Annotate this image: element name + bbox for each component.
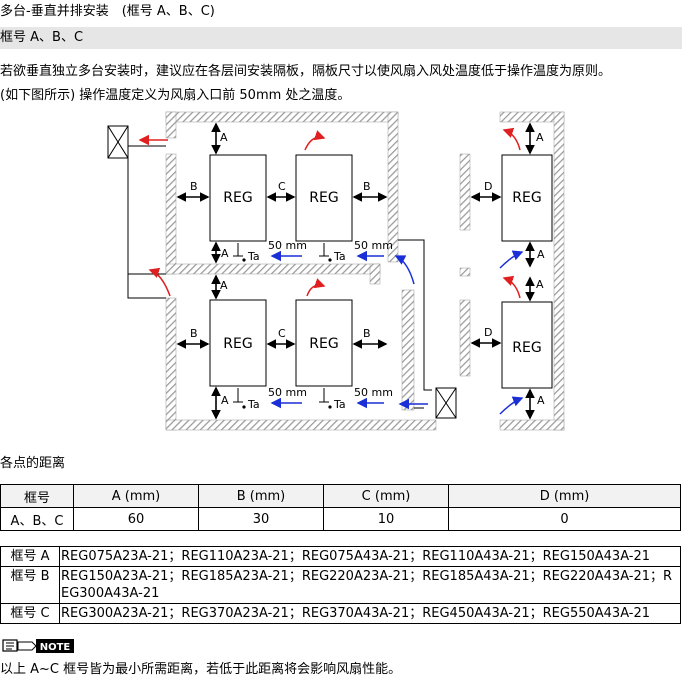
model-table: 框号 A REG075A23A-21；REG110A23A-21；REG075A… — [0, 546, 681, 624]
frame-cell: 框号 C — [0, 603, 60, 624]
frame-cell: 框号 A — [0, 546, 60, 567]
mm50-label: 50 mm — [354, 386, 393, 399]
dim-label-a: A — [220, 131, 228, 144]
right-duct-wall — [401, 289, 415, 411]
note-badge-label: NOTE — [40, 642, 71, 653]
ta-label: Ta — [247, 398, 260, 411]
right-stack-divider-left — [459, 267, 471, 277]
mm50-label: 50 mm — [268, 386, 307, 399]
header-cell: A (mm) — [73, 484, 199, 508]
left-wall-lower — [165, 297, 177, 431]
reg-label: REG — [223, 336, 252, 352]
reg-label: REG — [223, 190, 252, 206]
installation-clearance-diagram: REG REG REG REG REG REG A A A — [107, 111, 565, 431]
dim-label-a: A — [221, 394, 229, 407]
section-heading: 多台-垂直并排安装 (框号 A、B、C) — [0, 4, 215, 19]
reg-label: REG — [512, 340, 541, 356]
cool-air-arrows — [270, 250, 524, 415]
right-wall-upper — [387, 111, 399, 263]
frame-label: 框号 A、B、C — [0, 30, 84, 45]
reg-label: REG — [309, 190, 338, 206]
intro-paragraph-line-1: 若欲垂直独立多台安装时，建议应在各层间安装隔板，隔板尺寸以使风扇入风处温度低于操… — [0, 64, 612, 79]
dim-label-a: A — [221, 247, 229, 260]
dim-label-b: B — [190, 327, 198, 340]
dim-label-d: D — [484, 180, 492, 193]
ta-label: Ta — [333, 398, 346, 411]
reg-unit-side-top: REG — [501, 154, 553, 242]
table-header-row: 框号 A (mm) B (mm) C (mm) D (mm) — [0, 484, 681, 508]
hot-air-arrows — [138, 127, 521, 299]
right-stack-bottom-wall — [499, 419, 565, 431]
ta-label: Ta — [333, 250, 346, 263]
header-cell: C (mm) — [323, 484, 449, 508]
dim-label-a: A — [537, 394, 545, 407]
right-stack-left-wall-lower — [459, 299, 471, 377]
reg-unit-side-bottom: REG — [501, 301, 553, 389]
note-icon: NOTE — [2, 639, 74, 653]
table-cell: 10 — [323, 507, 449, 531]
reg-unit-bottom-left: REG — [209, 299, 267, 387]
table-cell: 30 — [198, 507, 324, 531]
distance-section-title: 各点的距离 — [0, 456, 66, 471]
dim-label-c: C — [278, 180, 286, 193]
model-list-cell: REG075A23A-21；REG110A23A-21；REG075A43A-2… — [59, 546, 681, 567]
right-stack-right-wall — [553, 111, 565, 431]
reg-label: REG — [512, 190, 541, 206]
left-wall-upper-stub — [165, 111, 177, 139]
reg-label: REG — [309, 336, 338, 352]
temperature-probe-markers: 50 mm 50 mm 50 mm 50 mm Ta Ta Ta Ta — [233, 239, 393, 411]
frame-label-band: 框号 A、B、C — [0, 27, 682, 49]
ta-label: Ta — [247, 250, 260, 263]
intake-filter-box — [435, 387, 457, 419]
middle-shelf-drop — [369, 263, 381, 285]
dim-label-a: A — [537, 248, 545, 261]
frame-cell: 框号 B — [0, 566, 60, 604]
header-cell: B (mm) — [198, 484, 324, 508]
reg-unit-top-left: REG — [209, 154, 267, 242]
model-list-cell: REG150A23A-21；REG185A23A-21；REG220A23A-2… — [59, 566, 681, 604]
table-row: A、B、C 60 30 10 0 — [0, 507, 681, 531]
dim-label-d: D — [484, 326, 492, 339]
dim-label-a: A — [220, 279, 228, 292]
table-row: 框号 B REG150A23A-21；REG185A23A-21；REG220A… — [0, 566, 681, 604]
intro-paragraph-line-2: (如下图所示) 操作温度定义为风扇入口前 50mm 处之温度。 — [0, 88, 351, 103]
header-cell: 框号 — [0, 484, 74, 508]
note-text: 以上 A~C 框号皆为最小所需距离，若低于此距离将会影响风扇性能。 — [0, 662, 402, 677]
dim-label-a: A — [536, 131, 544, 144]
dim-label-b: B — [190, 180, 198, 193]
enclosure-walls — [165, 111, 565, 431]
right-stack-left-wall-upper — [459, 153, 471, 231]
header-cell: D (mm) — [448, 484, 681, 508]
table-cell: 0 — [448, 507, 681, 531]
dim-label-b: B — [363, 180, 371, 193]
bottom-wall — [165, 419, 437, 431]
dim-label-c: C — [278, 327, 286, 340]
table-row: 框号 C REG300A23A-21；REG370A23A-21；REG370A… — [0, 603, 681, 624]
reg-unit-top-right: REG — [295, 154, 353, 242]
dim-label-b: B — [363, 327, 371, 340]
table-cell: A、B、C — [0, 507, 74, 531]
distance-table: 框号 A (mm) B (mm) C (mm) D (mm) A、B、C 60 … — [0, 484, 681, 531]
left-wall-upper — [165, 153, 177, 275]
table-row: 框号 A REG075A23A-21；REG110A23A-21；REG075A… — [0, 546, 681, 567]
exhaust-filter-box — [107, 125, 129, 159]
top-wall — [165, 111, 399, 123]
mm50-label: 50 mm — [354, 239, 393, 252]
middle-shelf — [165, 263, 381, 275]
table-cell: 60 — [73, 507, 199, 531]
mm50-label: 50 mm — [268, 239, 307, 252]
reg-unit-bottom-right: REG — [295, 299, 353, 387]
dim-label-a: A — [536, 278, 544, 291]
dimension-arrows — [176, 122, 535, 420]
model-list-cell: REG300A23A-21；REG370A23A-21；REG370A43A-2… — [59, 603, 681, 624]
